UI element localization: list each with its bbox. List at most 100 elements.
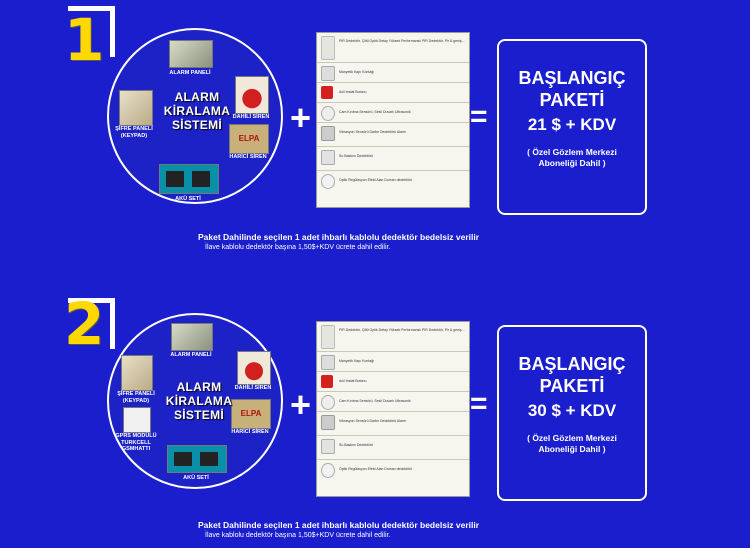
pir-detector-icon: [321, 36, 335, 60]
offer-title-line: PAKETİ: [539, 90, 605, 110]
detector-row: Vibrasyon Sensörü Darbe Dedektörü Alarm: [317, 412, 469, 436]
battery-label: AKÜ SETİ: [183, 475, 209, 481]
detector-label: Su Baskını Dedektörü: [339, 154, 374, 158]
circle-title-line: ALARM: [174, 90, 220, 104]
plus-icon: +: [290, 97, 312, 138]
gprs-module-image: [123, 407, 151, 433]
keypad-label: ŞİFRE PANELİ (KEYPAD): [115, 126, 153, 139]
rental-system-circle: ALARM PANELİ ŞİFRE PANELİ (KEYPAD) GPRS …: [107, 313, 283, 489]
detector-list: PIR Dedektör, Çiftli Optik Detay Yüksek …: [316, 321, 470, 497]
glass-break-sensor-icon: [321, 106, 335, 121]
detector-label: Cam Kırılma Sensörü, Sesli Duvarlı Ultra…: [339, 399, 411, 403]
detector-row: Cam Kırılma Sensörü, Sesli Duvarlı Ultra…: [317, 392, 469, 412]
detector-row: Su Baskını Dedektörü: [317, 436, 469, 460]
panic-button-icon: [321, 375, 333, 388]
alarm-panel-label: ALARM PANELİ: [169, 70, 211, 76]
plus-icon: +: [290, 384, 312, 425]
alarm-panel-label: ALARM PANELİ: [170, 352, 212, 358]
detector-row: PIR Dedektör, Çiftli Optik Detay Yüksek …: [317, 33, 469, 63]
detector-label: Vibrasyon Sensörü Darbe Dedektörü Alarm: [339, 419, 407, 423]
keypad-image: [119, 90, 153, 126]
offer-title: BAŞLANGIÇ PAKETİ: [499, 67, 645, 111]
circle-title: ALARM KİRALAMA SİSTEMİ: [159, 90, 235, 132]
footer-main-text: Paket Dahilinde seçilen 1 adet ihbarlı k…: [198, 520, 480, 530]
external-siren-image: ELPA: [229, 124, 269, 154]
battery-image: [159, 164, 219, 194]
alarm-panel-image: [169, 40, 213, 68]
battery-cell-icon: [174, 452, 192, 466]
circle-title-line: SİSTEMİ: [171, 118, 223, 132]
battery-label: AKÜ SETİ: [175, 196, 201, 202]
vibration-sensor-icon: [321, 415, 335, 430]
corner-bracket-icon: [68, 298, 115, 349]
battery-cell-icon: [192, 171, 210, 187]
detector-row: Optik Regülasyon Efekt Alan Duman dedekt…: [317, 171, 469, 195]
equals-icon: =: [470, 387, 488, 420]
keypad-image: [121, 355, 153, 391]
detector-label: PIR Dedektör, Çiftli Optik Detay Yüksek …: [339, 39, 465, 43]
detector-label: Manyetik Kapı Kontağı: [339, 70, 375, 74]
alarm-panel-image: [171, 323, 213, 351]
footer-sub-text: İlave kablolu dedektör başına 1,50$+KDV …: [205, 244, 391, 251]
detector-label: PIR Dedektör, Çiftli Optik Detay Yüksek …: [339, 328, 465, 332]
external-siren-label: HARİCİ SİREN: [231, 429, 269, 435]
detector-row: PIR Dedektör, Çiftli Optik Detay Yüksek …: [317, 322, 469, 352]
detector-row: Manyetik Kapı Kontağı: [317, 63, 469, 83]
offer-title: BAŞLANGIÇ PAKETİ: [499, 353, 645, 397]
equals-icon: =: [470, 100, 488, 133]
circle-title-line: ALARM: [176, 380, 222, 394]
external-siren-label: HARİCİ SİREN: [229, 154, 267, 160]
detector-label: Acil Imdat Butonu: [339, 90, 367, 94]
detector-label: Acil Imdat Butonu: [339, 379, 367, 383]
siren-brand-label: ELPA: [238, 134, 260, 143]
detector-row: Su Baskını Dedektörü: [317, 147, 469, 171]
flood-detector-icon: [321, 439, 335, 454]
panic-button-icon: [321, 86, 333, 99]
magnetic-contact-icon: [321, 355, 335, 370]
detector-row: Manyetik Kapı Kontağı: [317, 352, 469, 372]
gprs-module-label: GPRS MODÜLÜ TURKCELL GSMHATTI: [115, 433, 157, 452]
detector-label: Cam Kırılma Sensörü, Sesli Duvarlı Ultra…: [339, 110, 411, 114]
offer-price: 30 $ + KDV: [527, 401, 617, 420]
detector-label: Vibrasyon Sensörü Darbe Dedektörü Alarm: [339, 130, 407, 134]
package-number: 1: [64, 6, 105, 74]
battery-image: [167, 445, 227, 473]
flood-detector-icon: [321, 150, 335, 165]
detector-label: Su Baskını Dedektörü: [339, 443, 374, 447]
internal-siren-image: [237, 351, 271, 385]
offer-price: 21 $ + KDV: [527, 115, 617, 134]
internal-siren-label: DAHİLİ SİREN: [232, 114, 270, 120]
package-1: 1 ALARM PANELİ ŞİFRE PANELİ (KEYPAD) DAH…: [64, 6, 647, 251]
detector-row: Optik Regülasyon Efekt Alan Duman dedekt…: [317, 460, 469, 484]
internal-siren-label: DAHİLİ SİREN: [234, 385, 272, 391]
siren-brand-label: ELPA: [240, 409, 262, 418]
keypad-label: ŞİFRE PANELİ (KEYPAD): [117, 391, 155, 404]
detector-list: PIR Dedektör, Çiftli Optik Detay Yüksek …: [316, 32, 470, 208]
smoke-detector-icon: [321, 463, 335, 478]
detector-row: Vibrasyon Sensörü Darbe Dedektörü Alarm: [317, 123, 469, 147]
package-2: 2 ALARM PANELİ ŞİFRE PANELİ (KEYPAD) GPR…: [0, 274, 750, 548]
detector-label: Optik Regülasyon Efekt Alan Duman dedekt…: [339, 467, 413, 471]
footer-sub-text: İlave kablolu dedektör başına 1,50$+KDV …: [205, 532, 391, 539]
detector-row: Cam Kırılma Sensörü, Sesli Duvarlı Ultra…: [317, 103, 469, 123]
detector-row: Acil Imdat Butonu: [317, 83, 469, 103]
footer-main-text: Paket Dahilinde seçilen 1 adet ihbarlı k…: [198, 232, 480, 242]
offer-title-line: PAKETİ: [539, 376, 605, 396]
circle-title-line: KİRALAMA: [163, 104, 231, 118]
glass-break-sensor-icon: [321, 395, 335, 410]
offer-box: BAŞLANGIÇ PAKETİ 21 $ + KDV ( Özel Gözle…: [497, 39, 647, 215]
internal-siren-image: [235, 76, 269, 114]
circle-title: ALARM KİRALAMA SİSTEMİ: [161, 380, 237, 422]
package-number: 2: [64, 290, 105, 358]
battery-cell-icon: [200, 452, 218, 466]
vibration-sensor-icon: [321, 126, 335, 141]
smoke-detector-icon: [321, 174, 335, 189]
offer-note: ( Özel Gözlem Merkezi Aboneliği Dahil ): [527, 147, 617, 168]
pir-detector-icon: [321, 325, 335, 349]
circle-title-line: SİSTEMİ: [173, 408, 225, 422]
magnetic-contact-icon: [321, 66, 335, 81]
detector-row: Acil Imdat Butonu: [317, 372, 469, 392]
offer-title-line: BAŞLANGIÇ: [518, 68, 626, 88]
external-siren-image: ELPA: [231, 399, 271, 429]
rental-system-circle: ALARM PANELİ ŞİFRE PANELİ (KEYPAD) DAHİL…: [107, 28, 283, 204]
